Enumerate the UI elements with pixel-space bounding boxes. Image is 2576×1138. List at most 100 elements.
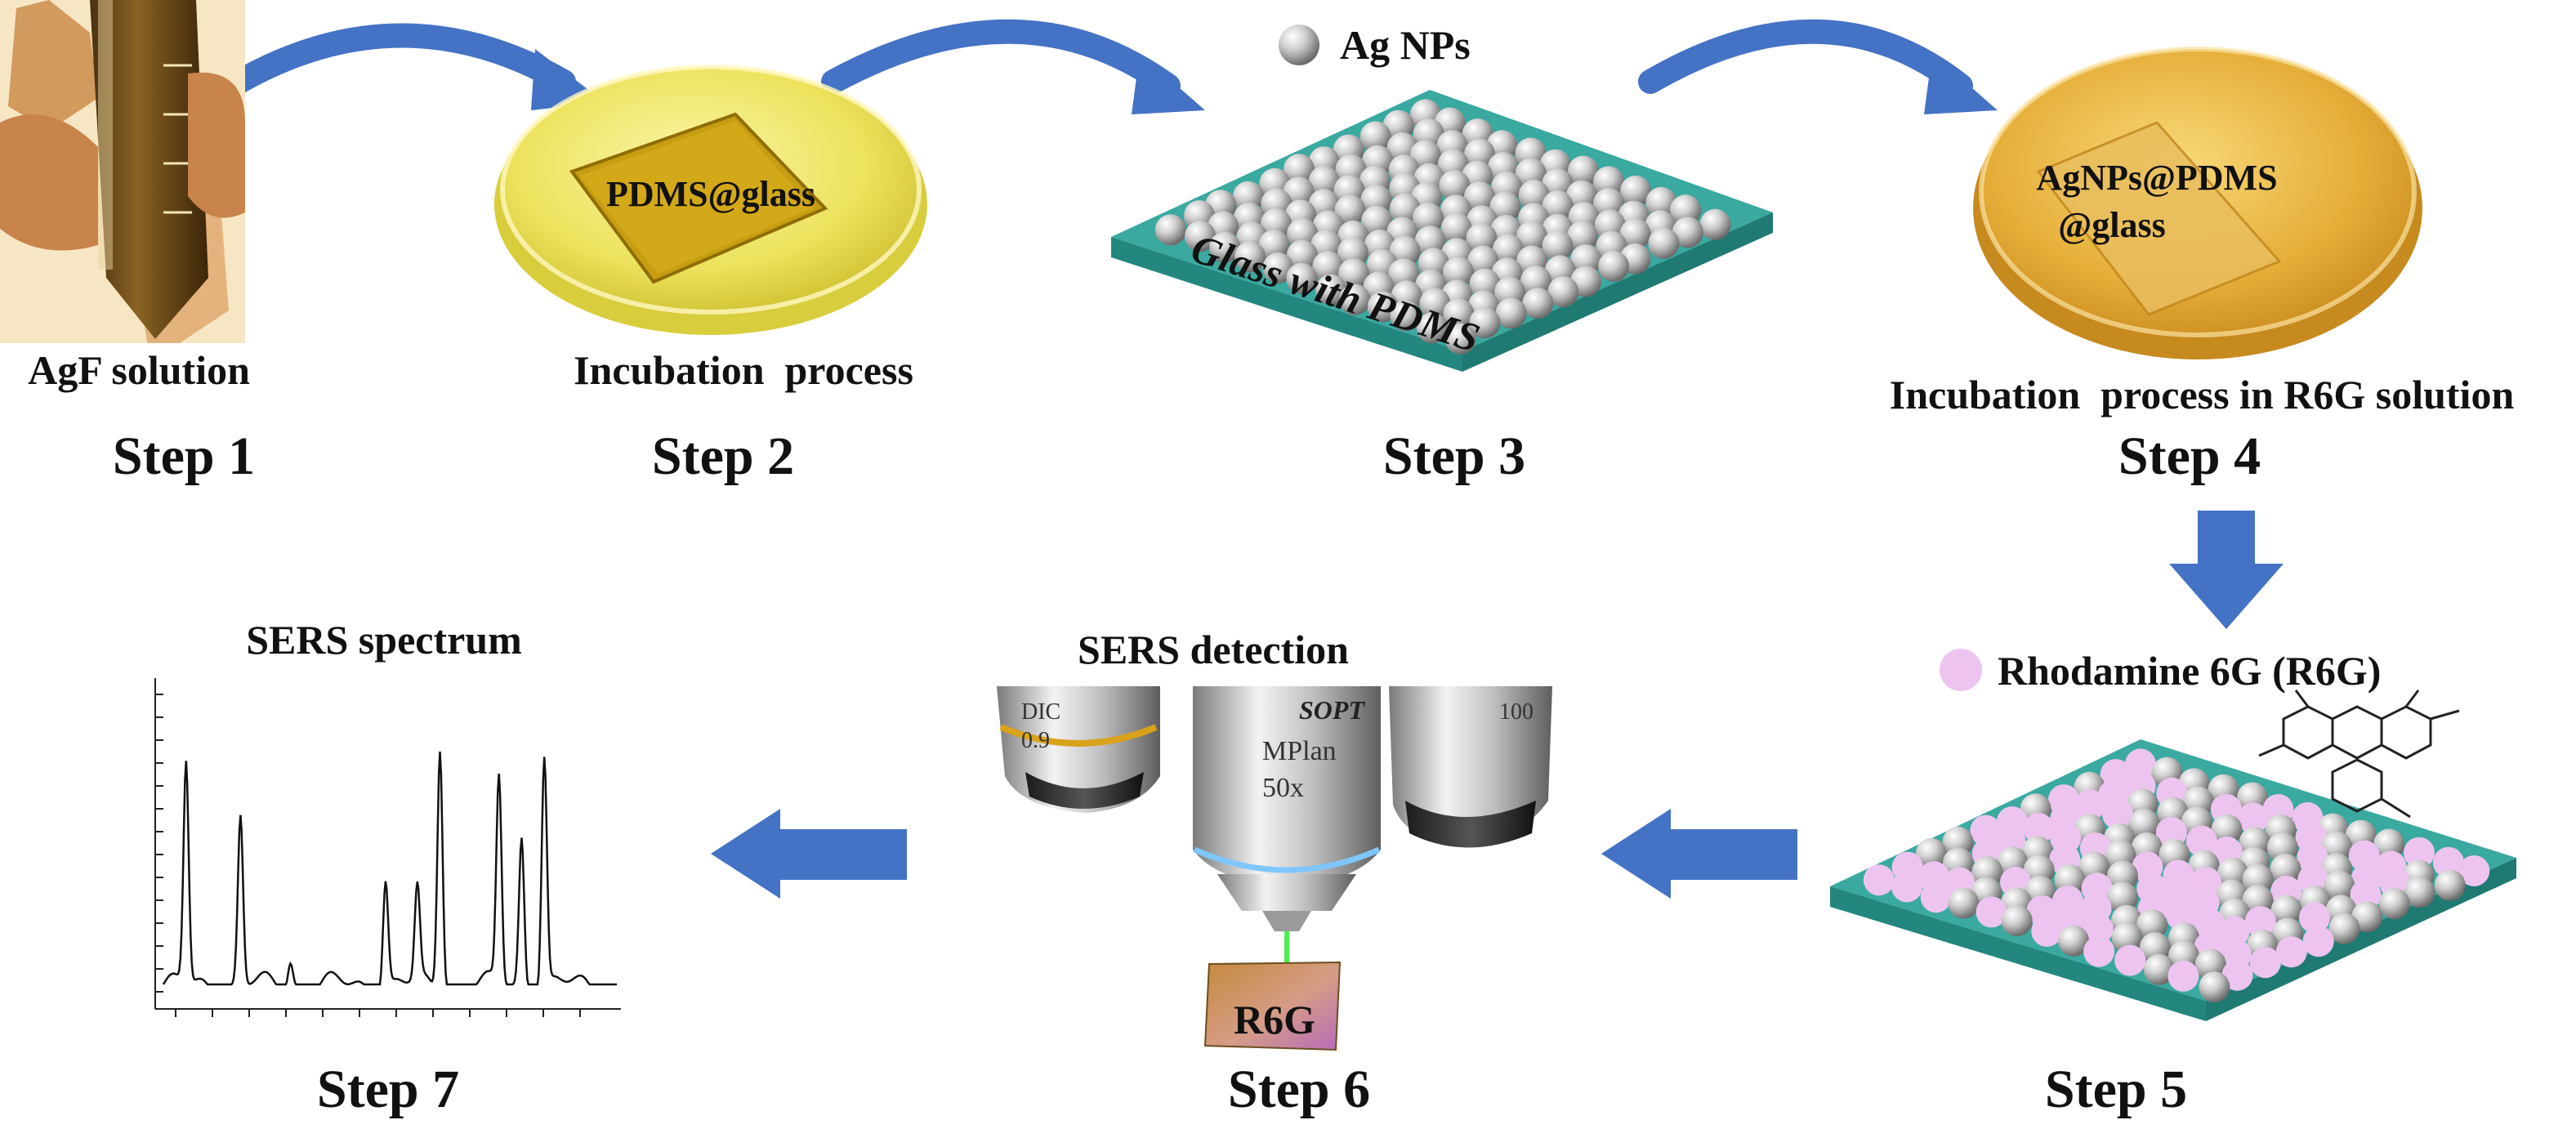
- r6g-molecule: [2237, 802, 2269, 834]
- ag-nanoparticle: [1567, 155, 1599, 187]
- ag-nanoparticle: [1542, 230, 1574, 262]
- ag-nanoparticle: [2270, 854, 2301, 885]
- step4-label: Step 4: [2118, 426, 2261, 486]
- r6g-coated-substrate: Rhodamine 6G (R6G): [1830, 648, 2516, 1021]
- r6g-legend-label: Rhodamine 6G (R6G): [1998, 648, 2381, 694]
- ag-nanoparticle: [1648, 227, 1680, 259]
- ag-nanoparticle: [1520, 266, 1551, 297]
- r6g-molecule: [2168, 960, 2199, 992]
- ag-nanoparticle: [1522, 288, 1554, 319]
- ag-nanoparticle: [2111, 922, 2143, 953]
- ag-nanoparticle: [1390, 300, 1422, 332]
- ag-nanoparticle: [1359, 121, 1391, 153]
- ag-nanoparticle: [1645, 186, 1677, 218]
- r6g-molecule: [2458, 855, 2490, 886]
- ag-nanoparticles: [1154, 99, 1731, 355]
- ag-nanoparticle: [1619, 218, 1651, 250]
- r6g-molecule: [2083, 935, 2115, 967]
- left-arrow-5-to-6: [1601, 809, 1797, 899]
- curved-arrow-1-to-2: [207, 23, 605, 110]
- ag-nanoparticle: [2106, 881, 2138, 913]
- r6g-molecule: [2348, 840, 2380, 872]
- ag-nanoparticle: [1262, 252, 1294, 283]
- ag-nanoparticle: [1284, 154, 1315, 185]
- objective-mplan-label: MPlan: [1262, 736, 1337, 766]
- ag-nanoparticle: [1312, 251, 1344, 283]
- ag-nanoparticle: [2143, 953, 2175, 985]
- r6g-molecule: [1863, 864, 1895, 896]
- spectrum-ticks: [155, 694, 581, 1017]
- r6g-molecule: [2275, 936, 2307, 968]
- ag-nanoparticle: [1466, 222, 1498, 254]
- ag-nanoparticle: [1287, 218, 1319, 249]
- r6g-molecule: [2185, 825, 2217, 857]
- ag-nanoparticle: [1699, 208, 1731, 240]
- ag-nanoparticle: [1286, 262, 1318, 294]
- r6g-legend-icon: [1940, 649, 1982, 691]
- step4-caption: Incubation process in R6G solution: [1890, 372, 2515, 417]
- r6g-molecule: [2302, 926, 2334, 957]
- objective-100-label: 100: [1499, 699, 1534, 725]
- agnps-glass-label: @glass: [2058, 205, 2165, 245]
- ag-nanoparticle: [1620, 175, 1651, 207]
- ag-nanoparticle: [1915, 837, 1947, 869]
- ag-nanoparticle: [1469, 307, 1501, 339]
- step6-label: Step 6: [1228, 1060, 1370, 1119]
- ag-nanoparticle: [1339, 283, 1371, 315]
- objective-na-label: 0.9: [1021, 728, 1050, 753]
- r6g-molecule: [2166, 899, 2198, 931]
- pdms-glass-label: PDMS@glass: [606, 174, 815, 214]
- ag-nanoparticle: [1542, 190, 1574, 221]
- ag-nanoparticle: [1672, 216, 1703, 248]
- ag-nanoparticle: [2270, 895, 2302, 926]
- ag-nanoparticle: [1308, 165, 1340, 197]
- r6g-molecule: [2404, 837, 2435, 868]
- ag-nanoparticle: [2211, 814, 2243, 846]
- ag-r6g-particles: [1863, 748, 2490, 1003]
- down-arrow-4-to-5: [2169, 511, 2284, 629]
- r6g-molecule: [2218, 916, 2250, 948]
- ag-nanoparticle: [1419, 288, 1451, 319]
- petri-dish-r6g-photo: AgNPs@PDMS @glass: [1973, 47, 2422, 359]
- ag-nps-legend-label: Ag NPs: [1340, 22, 1471, 68]
- sers-spectrum-title: SERS spectrum: [246, 617, 522, 663]
- ag-nanoparticle: [1547, 276, 1579, 308]
- curved-arrow-2-to-3: [821, 19, 1205, 114]
- ag-nanoparticle: [1440, 212, 1472, 244]
- ag-nanoparticle: [1443, 298, 1475, 330]
- r6g-molecule: [2101, 798, 2133, 830]
- ag-nanoparticle: [1516, 221, 1547, 252]
- r6g-molecule: [2221, 959, 2253, 991]
- r6g-molecule: [2082, 913, 2114, 944]
- ag-nanoparticle: [2199, 971, 2230, 1003]
- step5-label: Step 5: [2045, 1060, 2187, 1119]
- ag-nanoparticle: [1185, 221, 1217, 252]
- objective-brand-label: SOPT: [1299, 695, 1365, 725]
- r6g-sample-label: R6G: [1234, 997, 1315, 1042]
- ag-nanoparticle: [1492, 234, 1524, 266]
- ag-nanoparticle: [2136, 909, 2168, 940]
- objective-dic-label: DIC: [1021, 699, 1060, 725]
- sers-detection-title: SERS detection: [1078, 627, 1349, 672]
- ag-nanoparticle: [2351, 901, 2383, 933]
- left-arrow-6-to-7: [711, 809, 907, 899]
- petri-dish-photo: PDMS@glass: [494, 65, 927, 335]
- ag-nanoparticle: [1570, 244, 1602, 275]
- ag-nanoparticle: [1467, 245, 1499, 277]
- ag-nanoparticle: [1463, 181, 1495, 213]
- step2-caption: Incubation process: [574, 347, 913, 393]
- ag-nanoparticle: [1416, 312, 1448, 344]
- r6g-molecule: [1970, 814, 2002, 846]
- ag-nanoparticle: [1234, 241, 1266, 273]
- ag-nanoparticle: [1439, 170, 1471, 202]
- ag-nanoparticle: [1444, 323, 1476, 355]
- step1-label: Step 1: [113, 426, 255, 486]
- ag-nanoparticle: [1258, 230, 1290, 261]
- r6g-molecule: [2432, 846, 2464, 878]
- ag-nanoparticle: [1442, 257, 1474, 288]
- objective-right: 100: [1389, 686, 1552, 848]
- ag-nanoparticle: [1948, 887, 1980, 919]
- ag-nanoparticle: [2434, 869, 2466, 901]
- r6g-molecule: [2299, 902, 2330, 934]
